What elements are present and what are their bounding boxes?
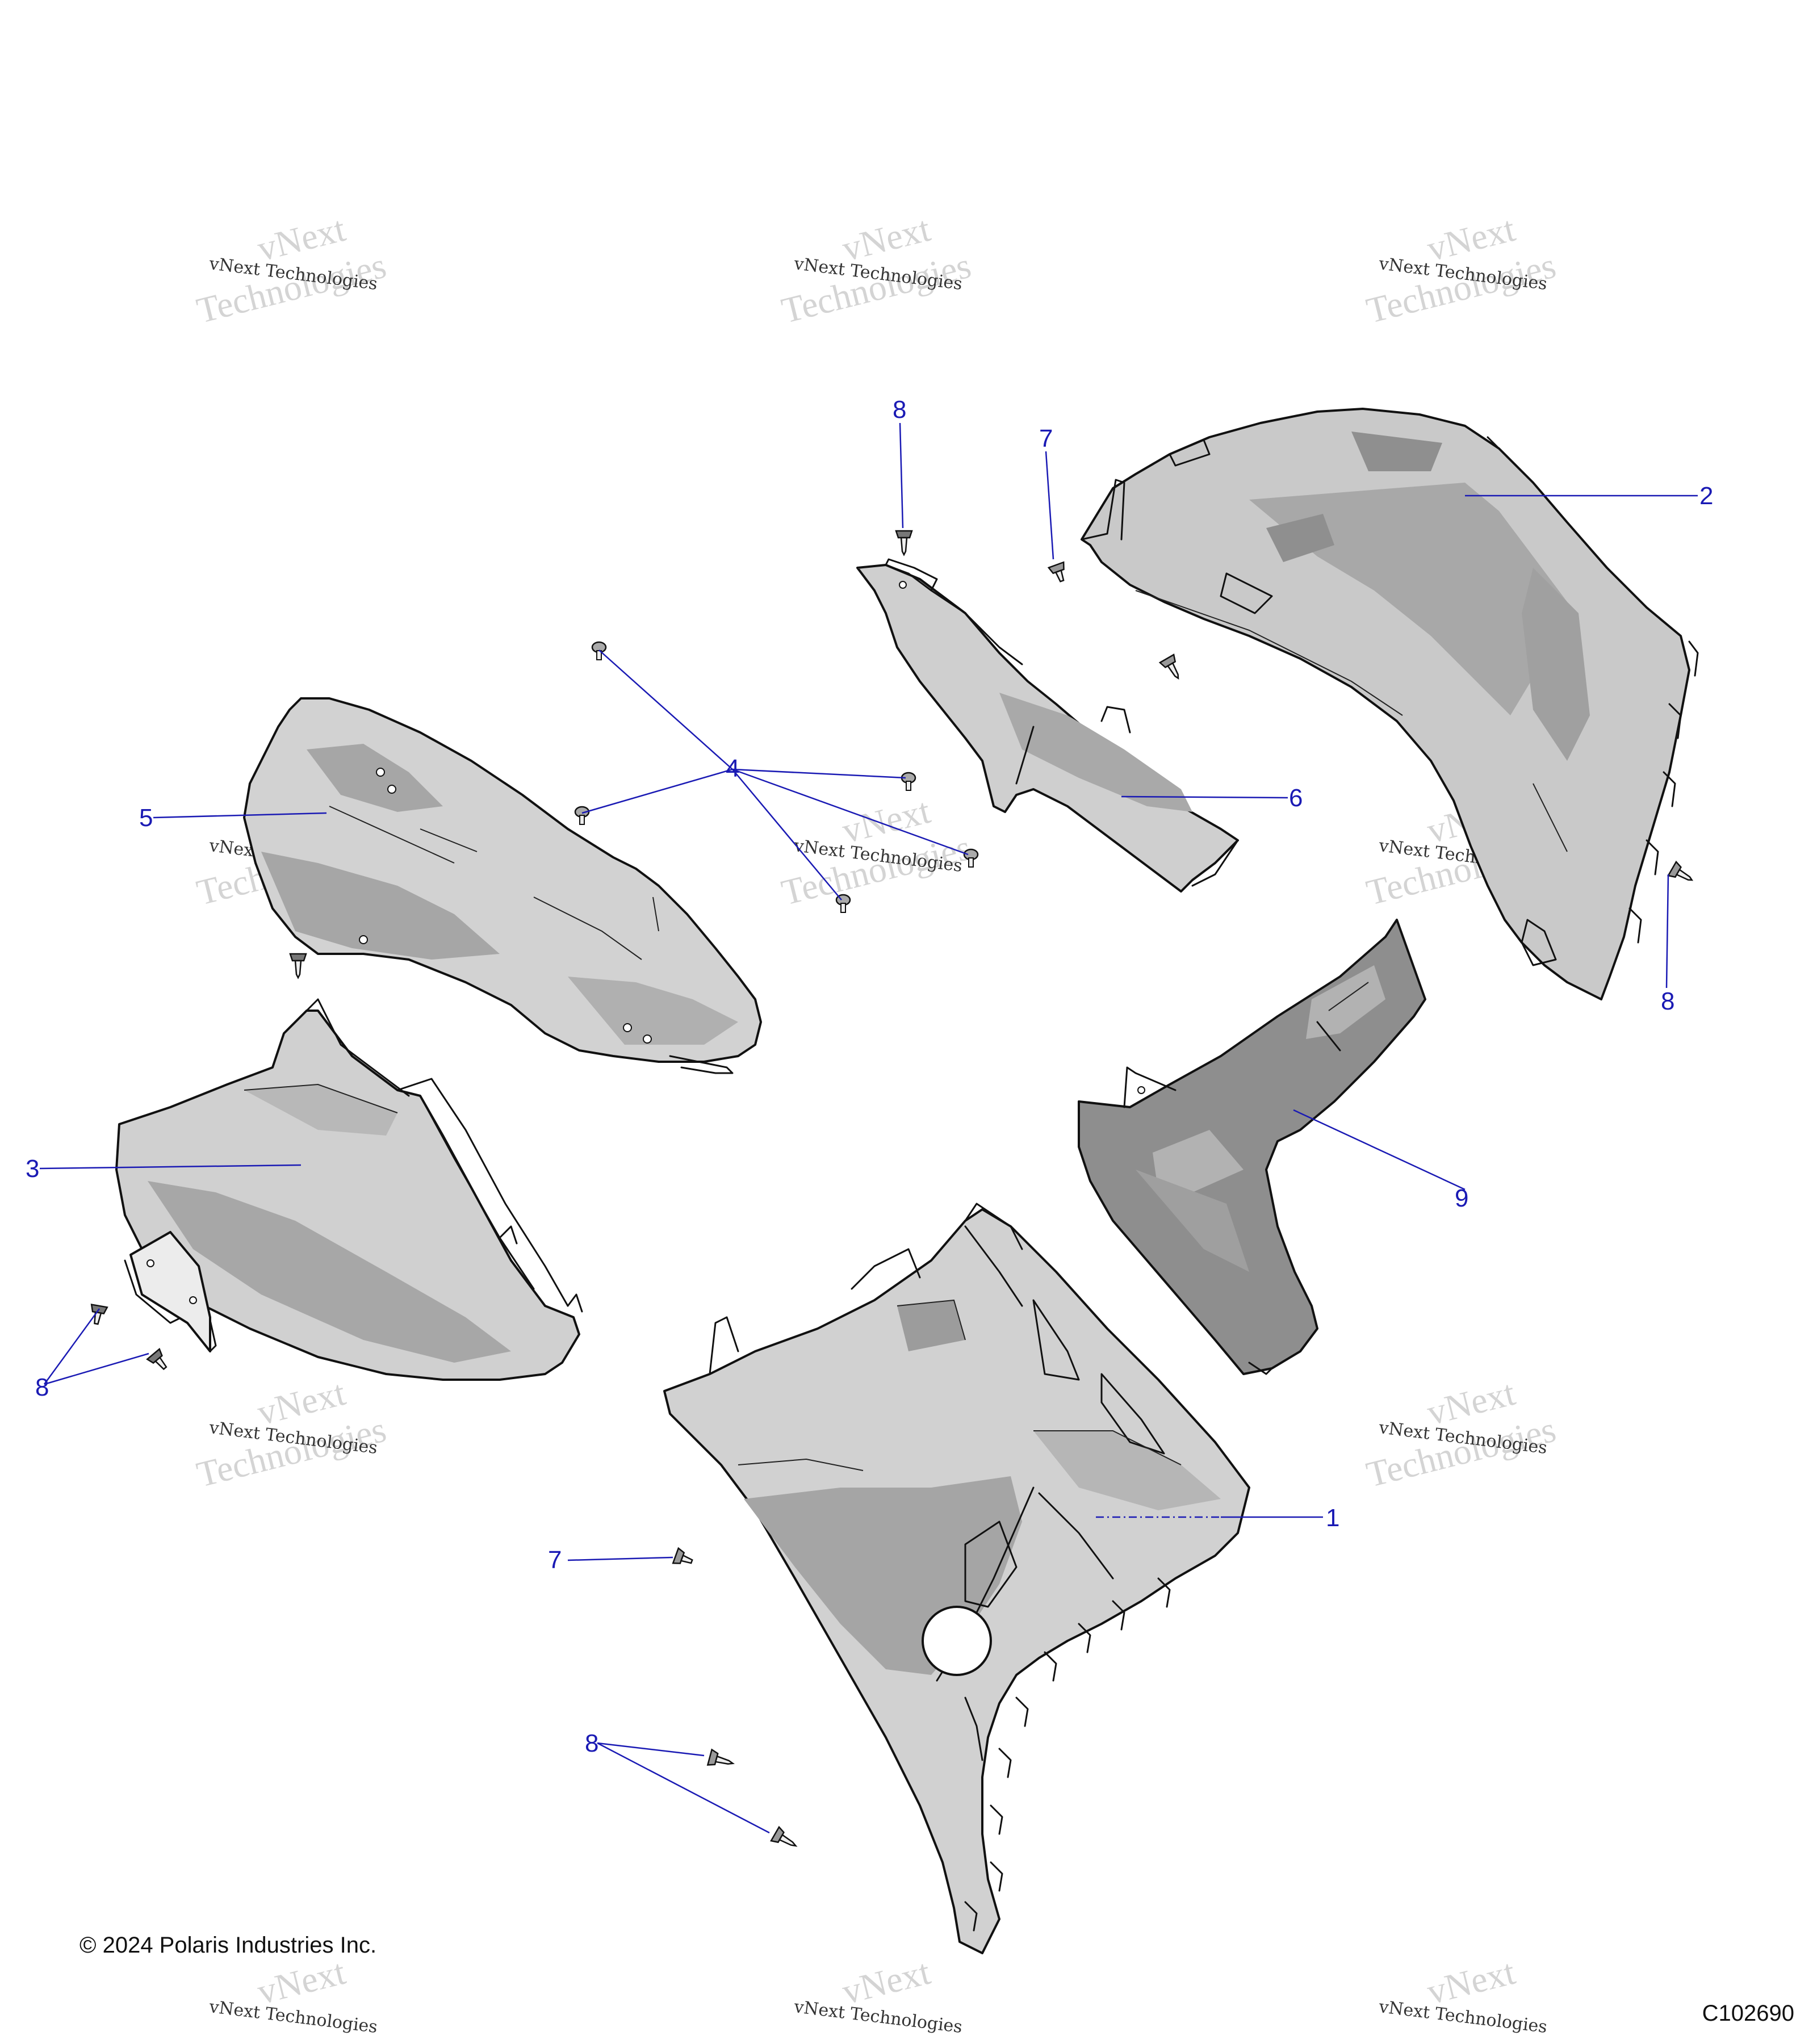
screw-fastener: [901, 772, 916, 791]
push-pin-fastener: [706, 1748, 735, 1766]
part-5-heat-shield: [243, 697, 762, 1074]
screw-fastener: [963, 848, 979, 868]
drawing-number: C102690: [1702, 2001, 1794, 2026]
svg-text:vNext: vNext: [1423, 1951, 1519, 2012]
watermark: vNext Technologies vNext Technologies: [777, 208, 974, 331]
part-2-upper-side-panel: [1081, 408, 1699, 1000]
callout-8-top: 8: [893, 396, 906, 424]
copyright-notice: © 2024 Polaris Industries Inc.: [79, 1933, 377, 1958]
push-pin-fastener: [1667, 860, 1694, 881]
watermark: vNext vNext Technologies: [208, 1951, 379, 2037]
watermark: vNext vNext Technologies: [1378, 1951, 1548, 2037]
svg-text:vNext: vNext: [253, 1951, 349, 2012]
callout-8-left: 8: [35, 1373, 49, 1401]
callout-9: 9: [1455, 1184, 1468, 1212]
push-pin-fastener: [1047, 561, 1065, 583]
part-9-dark-panel: [1078, 919, 1426, 1375]
screw-fastener: [835, 894, 851, 913]
push-pin-fastener: [146, 1347, 168, 1371]
push-pin-fastener: [90, 1304, 108, 1325]
fasteners: [90, 530, 1694, 1847]
callout-8-bottom: 8: [585, 1729, 598, 1757]
callout-4: 4: [726, 755, 739, 782]
callout-3: 3: [26, 1155, 39, 1183]
watermark: vNext vNext Technologies: [793, 1951, 964, 2037]
svg-text:vNext: vNext: [838, 1951, 934, 2012]
push-pin-fastener: [770, 1825, 798, 1847]
push-pin-fastener: [672, 1547, 693, 1564]
callout-2: 2: [1699, 482, 1713, 510]
watermark: vNext Technologies vNext Technologies: [192, 1372, 390, 1495]
watermark: vNext Technologies vNext Technologies: [1362, 208, 1559, 331]
part-6-center-duct: [856, 558, 1239, 893]
watermark: vNext Technologies vNext Technologies: [192, 208, 390, 331]
watermark: vNext Technologies vNext Technologies: [1362, 1372, 1559, 1495]
callout-6: 6: [1289, 784, 1303, 812]
push-pin-fastener: [1158, 654, 1179, 680]
push-pin-fastener: [895, 530, 913, 556]
part-3-lower-left-panel: [115, 998, 583, 1381]
callout-5: 5: [139, 804, 153, 832]
watermark: vNext Technologies vNext Technologies: [777, 790, 974, 913]
callout-labels: 1 2 3 4 5 6 7 7 8 8 8 8 9: [26, 396, 1713, 1757]
callout-1: 1: [1326, 1504, 1339, 1532]
screw-fastener: [591, 641, 607, 660]
callout-7-bottom: 7: [548, 1546, 562, 1574]
callout-8-right: 8: [1661, 987, 1674, 1015]
part-1-lower-main-panel: [663, 1203, 1250, 1954]
push-pin-fastener: [289, 953, 307, 979]
leader-lines: [39, 422, 1698, 1834]
screw-fastener: [574, 806, 590, 825]
callout-7-top: 7: [1039, 425, 1053, 453]
